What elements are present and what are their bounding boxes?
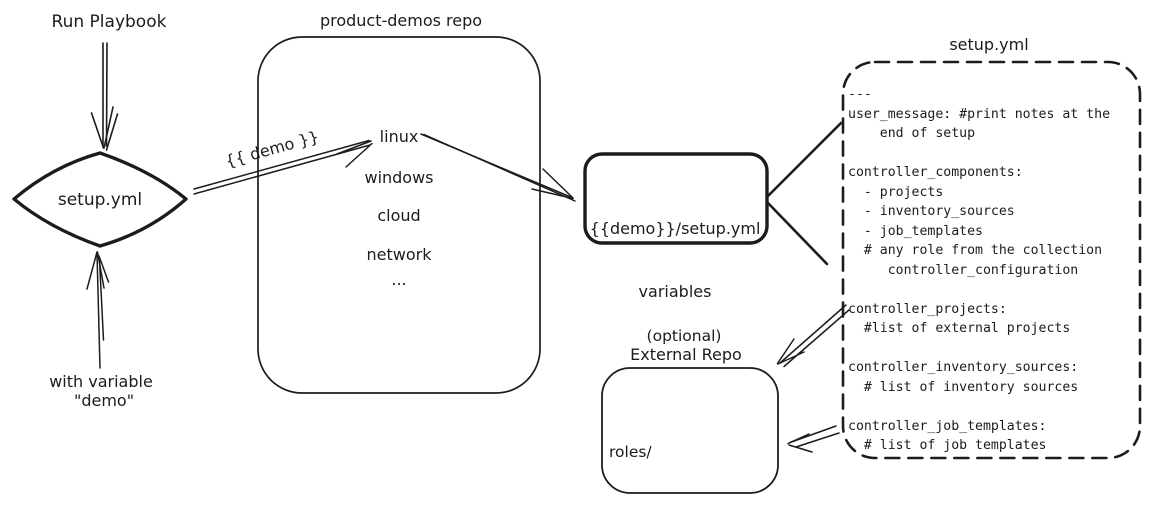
external-repo-content: roles/ playbooks/ ....: [609, 401, 693, 505]
setup-yml-content: --- user_message: #print notes at the en…: [848, 85, 1138, 456]
repo-item-network: network: [366, 245, 432, 264]
setup-yml-panel-title: setup.yml: [949, 35, 1029, 54]
external-repo-content-line: roles/: [609, 443, 652, 461]
yaml-line: ---: [848, 87, 872, 102]
yaml-line: controller_components:: [848, 165, 1023, 180]
repo-item-windows: windows: [364, 168, 434, 187]
yaml-line: #list of external projects: [848, 321, 1071, 336]
external-repo-label-line1: (optional): [646, 327, 722, 345]
with-variable-arrow: [86, 251, 110, 369]
setup-diamond-label: setup.yml: [57, 190, 143, 210]
repo-box-title: product-demos repo: [319, 11, 483, 30]
yaml-line: - projects: [848, 184, 944, 200]
external-repo-box-outline: [601, 367, 779, 494]
yaml-line: [848, 397, 1138, 417]
run-playbook-label: Run Playbook: [51, 12, 167, 32]
repo-box-outline: [257, 36, 541, 394]
yaml-line: - inventory_sources: [848, 204, 1015, 219]
job-templates-arrow: [787, 425, 840, 453]
yaml-line: # list of inventory sources: [848, 379, 1079, 395]
run-playbook-arrow: [90, 42, 119, 151]
yaml-line: controller_inventory_sources:: [848, 360, 1079, 375]
with-variable-label-line1: with variable: [49, 372, 153, 391]
repo-item-cloud: cloud: [377, 206, 421, 225]
variables-to-panel-connectors: [765, 121, 843, 266]
linux-to-variables-arrow: [420, 133, 576, 202]
variables-box-title-line1: {{demo}}/setup.yml: [589, 219, 761, 238]
setup-yml-panel-outline: [841, 60, 1142, 460]
with-variable-label-line2: "demo": [73, 391, 135, 410]
yaml-line: [848, 144, 1138, 164]
yaml-line: user_message: #print notes at the: [848, 106, 1111, 122]
yaml-line: # list of job templates: [848, 438, 1047, 453]
yaml-line: [848, 339, 1138, 359]
repo-item-linux: linux: [379, 127, 419, 146]
yaml-line: controller_job_templates:: [848, 418, 1047, 434]
external-repo-label-line2: External Repo: [630, 345, 742, 364]
setup-diamond-shape: [12, 151, 188, 248]
yaml-line: - job_templates: [848, 223, 983, 239]
yaml-line: [848, 280, 1138, 300]
yaml-line: controller_projects:: [848, 301, 1007, 317]
repo-item-ellipsis: ...: [391, 270, 407, 289]
yaml-line: end of setup: [848, 126, 976, 141]
variables-box-title: {{demo}}/setup.yml variables: [590, 176, 761, 344]
variables-box-outline: [583, 152, 769, 245]
yaml-line: controller_configuration: [848, 262, 1079, 278]
variables-box-title-line2: variables: [638, 282, 712, 301]
yaml-line: # any role from the collection: [848, 243, 1103, 258]
demo-arrow: [193, 139, 373, 195]
projects-arrow: [776, 304, 850, 368]
